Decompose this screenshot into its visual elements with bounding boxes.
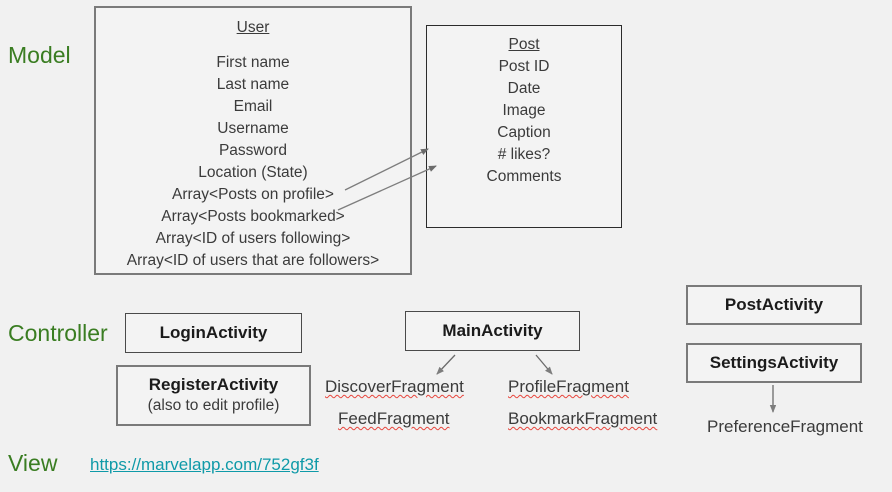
fragment-label-profilefragment[interactable]: ProfileFragment bbox=[508, 377, 629, 396]
entity-field: Array<ID of users following> bbox=[155, 230, 351, 247]
fragment-label-discoverfragment[interactable]: DiscoverFragment bbox=[325, 377, 464, 396]
fragment-label-bookmarkfragment[interactable]: BookmarkFragment bbox=[508, 409, 658, 428]
activity-name: PostActivity bbox=[724, 294, 824, 314]
entity-field: Image bbox=[502, 102, 546, 119]
entity-field: Last name bbox=[216, 76, 290, 93]
entity-field: Password bbox=[218, 142, 288, 159]
activity-box-registeractivity[interactable]: RegisterActivity (also to edit profile) bbox=[116, 365, 311, 426]
entity-box-user[interactable]: User First name Last name Email Username… bbox=[94, 6, 412, 275]
activity-name: LoginActivity bbox=[159, 322, 268, 342]
activity-box-loginactivity[interactable]: LoginActivity bbox=[125, 313, 302, 353]
entity-field: Location (State) bbox=[198, 164, 308, 181]
entity-box-post[interactable]: Post Post ID Date Image Caption # likes?… bbox=[426, 25, 622, 228]
entity-field: Caption bbox=[497, 124, 551, 141]
fragment-label-feedfragment[interactable]: FeedFragment bbox=[338, 409, 450, 428]
entity-field: # likes? bbox=[497, 146, 551, 163]
spacer bbox=[96, 39, 410, 52]
entity-field: Email bbox=[233, 98, 273, 115]
entity-field: First name bbox=[216, 54, 290, 71]
entity-field: Username bbox=[217, 120, 289, 137]
entity-field: Comments bbox=[486, 168, 562, 185]
prototype-link[interactable]: https://marvelapp.com/752gf3f bbox=[90, 455, 319, 474]
layer-label-controller: Controller bbox=[8, 320, 108, 346]
entity-field: Array<Posts on profile> bbox=[172, 186, 334, 203]
arrow-mainactivity-to-discoverfragment bbox=[436, 354, 456, 375]
activity-box-settingsactivity[interactable]: SettingsActivity bbox=[686, 343, 862, 383]
activity-box-mainactivity[interactable]: MainActivity bbox=[405, 311, 580, 351]
entity-field: Array<Posts bookmarked> bbox=[161, 208, 345, 225]
entity-field: Array<ID of users that are followers> bbox=[126, 252, 380, 269]
entity-title-user: User bbox=[236, 19, 270, 36]
activity-name: MainActivity bbox=[442, 320, 543, 340]
arrow-mainactivity-to-profilefragment bbox=[535, 354, 553, 375]
layer-label-model: Model bbox=[8, 42, 71, 68]
entity-field: Post ID bbox=[498, 58, 550, 75]
fragment-label-preferencefragment[interactable]: PreferenceFragment bbox=[707, 417, 863, 436]
layer-label-view: View bbox=[8, 450, 58, 476]
activity-box-postactivity[interactable]: PostActivity bbox=[686, 285, 862, 325]
activity-subtitle: (also to edit profile) bbox=[147, 397, 280, 415]
entity-field: Date bbox=[507, 80, 541, 97]
activity-name: SettingsActivity bbox=[709, 352, 839, 372]
entity-title-post: Post bbox=[508, 36, 540, 53]
activity-name: RegisterActivity bbox=[148, 375, 279, 395]
